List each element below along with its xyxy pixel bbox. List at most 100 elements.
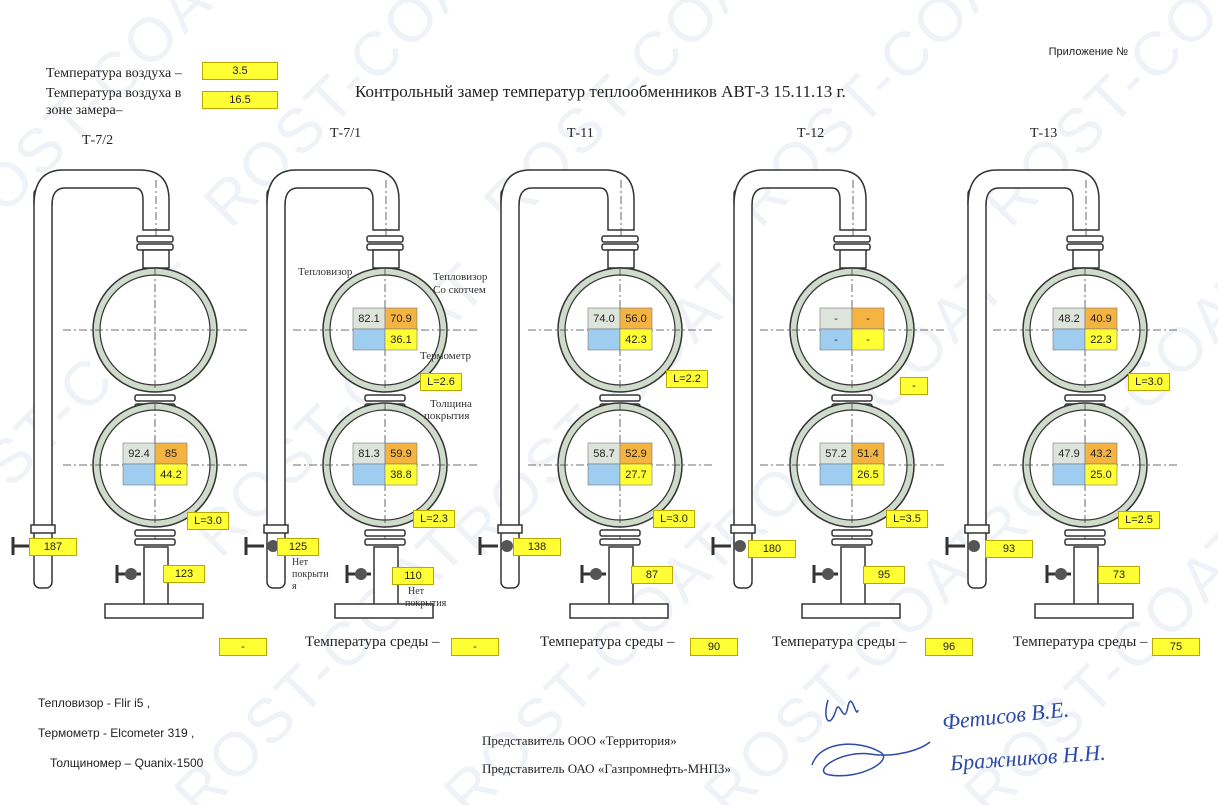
pipe-temp-t11: 138 xyxy=(513,538,561,556)
signature-scribbles xyxy=(811,699,931,777)
upper-grid-cell xyxy=(1084,328,1118,351)
nozzle xyxy=(372,249,400,269)
label-no-coating-a-2: покрыти xyxy=(292,569,329,580)
label-no-coating-b-2: покрытия xyxy=(405,598,447,609)
upper-grid-value: 48.2 xyxy=(1058,313,1079,325)
flange xyxy=(134,538,176,546)
valve-body xyxy=(1055,568,1067,580)
medium-temp-t72: - xyxy=(219,638,267,656)
flange xyxy=(134,394,176,402)
lower-grid-cell xyxy=(819,463,853,486)
instrument-thermometer: Термометр - Elcometer 319 , xyxy=(38,726,195,740)
flange xyxy=(364,394,406,402)
coating-thickness-t71-lower: L=2.3 xyxy=(413,510,455,528)
upper-grid-value: 82.1 xyxy=(358,313,379,325)
flange xyxy=(599,529,641,537)
lower-grid-value: 59.9 xyxy=(390,448,411,460)
label-coating-2: покрытия xyxy=(424,410,470,422)
flange xyxy=(1066,235,1104,243)
label-thermal-tape-1: Тепловизор xyxy=(433,271,488,283)
label-no-coating-b-1: Нет xyxy=(408,586,425,597)
label-coating-1: Толщина xyxy=(430,398,472,410)
flange xyxy=(1064,394,1106,402)
lower-grid-value: 81.3 xyxy=(358,448,379,460)
valve-body xyxy=(822,568,834,580)
upper-grid-value: 22.3 xyxy=(1090,334,1111,346)
coating-thickness-t71-upper: L=2.6 xyxy=(420,373,462,391)
pipe-temp-t13: 93 xyxy=(985,540,1033,558)
pipe-temp-t12: 180 xyxy=(748,540,796,558)
lower-grid-value: 26.5 xyxy=(857,469,878,481)
medium-temp-t12: 96 xyxy=(925,638,973,656)
medium-temp-label-t13: Температура среды – xyxy=(1013,634,1148,650)
flange xyxy=(833,243,871,251)
instrument-thermal-camera: Тепловизор - Flir i5 , xyxy=(38,696,151,710)
air-zone-value: 16.5 xyxy=(202,91,278,109)
lower-grid-value: 43.2 xyxy=(1090,448,1111,460)
flange xyxy=(1066,243,1104,251)
upper-grid-value: 36.1 xyxy=(390,334,411,346)
pipe-temp-t72: 187 xyxy=(29,538,77,556)
exchanger-name-t71: Т-7/1 xyxy=(330,126,362,141)
air-zone-label-2: зоне замера– xyxy=(46,103,123,118)
upper-grid-value: 56.0 xyxy=(625,313,646,325)
upper-grid-cell xyxy=(352,328,386,351)
coating-thickness-t72-lower: L=3.0 xyxy=(187,512,229,530)
representative-2: Представитель ОАО «Газпромнефть-МНПЗ» xyxy=(482,761,731,776)
air-temp-value: 3.5 xyxy=(202,62,278,80)
flange xyxy=(831,529,873,537)
watermark-text: ROST-COAT xyxy=(161,510,481,805)
outlet-pipe xyxy=(373,546,399,606)
flange xyxy=(134,529,176,537)
lower-grid-cell xyxy=(352,463,386,486)
flange xyxy=(364,529,406,537)
base-plate xyxy=(104,603,204,619)
lower-grid-value: 85 xyxy=(165,448,177,460)
valve-body xyxy=(968,540,980,552)
outlet-temp-t12: 95 xyxy=(863,566,905,584)
medium-temp-label-t12: Температура среды – xyxy=(772,634,907,650)
valve-flange xyxy=(964,524,990,534)
medium-temp-t13: 75 xyxy=(1152,638,1200,656)
valve-handle xyxy=(478,537,498,555)
flange xyxy=(366,235,404,243)
outlet-temp-t11: 87 xyxy=(631,566,673,584)
medium-temp-label-t11: Температура среды – xyxy=(540,634,675,650)
base-plate xyxy=(1034,603,1134,619)
coating-thickness-t12-lower: L=3.5 xyxy=(886,510,928,528)
lower-grid-cell xyxy=(1052,463,1086,486)
flange xyxy=(364,538,406,546)
valve-body xyxy=(267,540,279,552)
medium-temp-t11: 90 xyxy=(690,638,738,656)
lower-grid-cell xyxy=(851,463,885,486)
flange xyxy=(1064,538,1106,546)
outlet-temp-t72: 123 xyxy=(163,565,205,583)
signature-scribble-2 xyxy=(811,741,931,777)
lower-grid-value: 25.0 xyxy=(1090,469,1111,481)
flange xyxy=(601,243,639,251)
flange xyxy=(366,243,404,251)
coating-thickness-t13-lower: L=2.5 xyxy=(1118,511,1160,529)
top-pipe xyxy=(266,169,400,231)
outlet-pipe xyxy=(1073,546,1099,606)
lower-grid-cell xyxy=(122,463,156,486)
base-plate xyxy=(801,603,901,619)
outlet-pipe xyxy=(608,546,634,606)
lower-grid-cell xyxy=(384,463,418,486)
label-no-coating-a-1: Нет xyxy=(292,557,309,568)
instrument-thickness-gauge: Толщиномер – Quanix-1500 xyxy=(50,756,204,770)
watermark-text: ROST-COAT xyxy=(191,0,511,240)
lower-grid-value: 51.4 xyxy=(857,448,878,460)
outlet-temp-t71: 110 xyxy=(392,567,434,585)
exchanger-name-t13: Т-13 xyxy=(1030,126,1058,141)
medium-temp-label-t71: Температура среды – xyxy=(305,634,440,650)
valve-body xyxy=(734,540,746,552)
lower-grid-cell xyxy=(1084,463,1118,486)
upper-grid-value: - xyxy=(834,334,838,346)
valve-handle xyxy=(945,537,965,555)
valve-body xyxy=(501,540,513,552)
